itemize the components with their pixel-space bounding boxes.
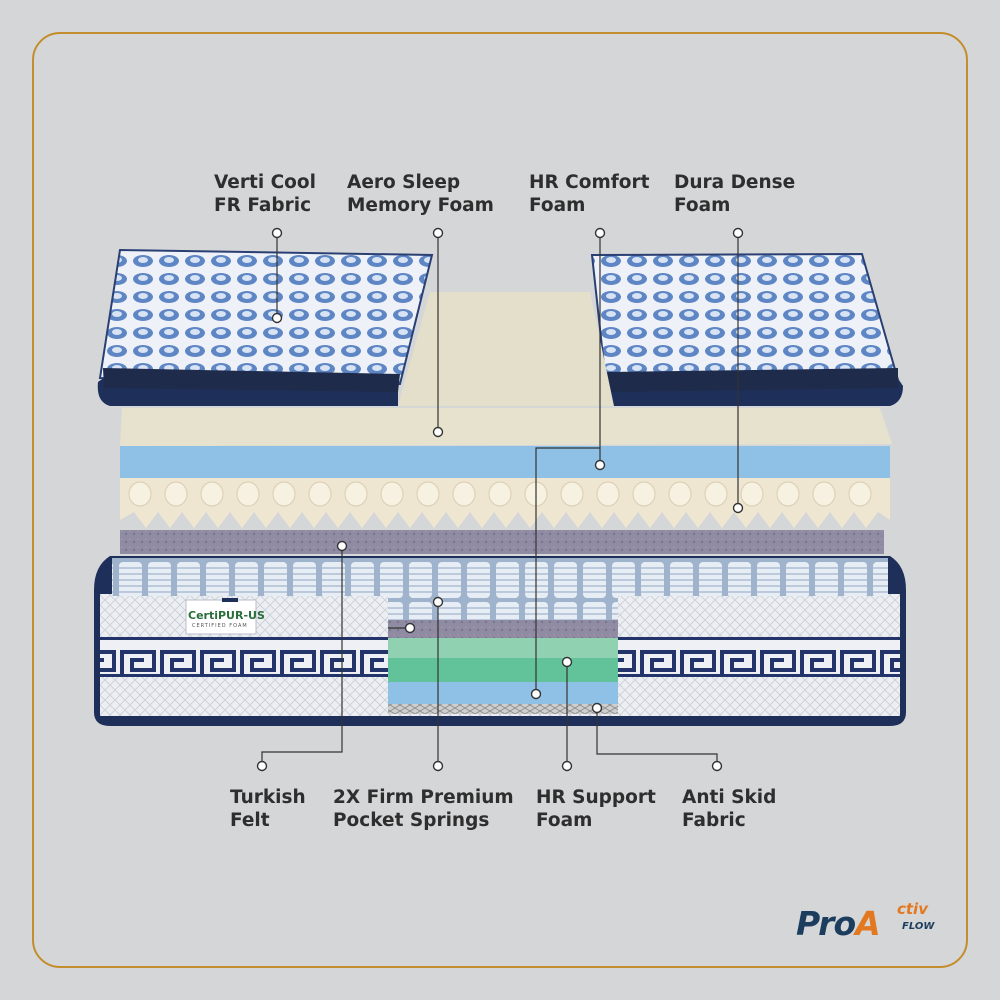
certipur-sublabel: CERTIFIED FOAM [192,623,248,629]
verti-cool-fabric-panel-left [97,248,434,406]
turkish-felt-layer [120,530,884,554]
dura-dense-foam-layer [120,478,890,528]
cutaway-section [388,596,618,714]
certipur-label: CertiPUR-US [188,609,265,622]
verti-cool-fabric-panel-right [590,252,903,406]
aero-sleep-memory-foam-layer [120,292,892,446]
outer-frame [32,32,968,968]
callout-dots [256,227,744,772]
callout-lines [261,233,739,766]
proactiv-flow-logo: ProA ctiv FLOW [796,900,935,943]
certipur-badge [185,598,257,635]
hr-comfort-foam-layer [120,446,890,478]
